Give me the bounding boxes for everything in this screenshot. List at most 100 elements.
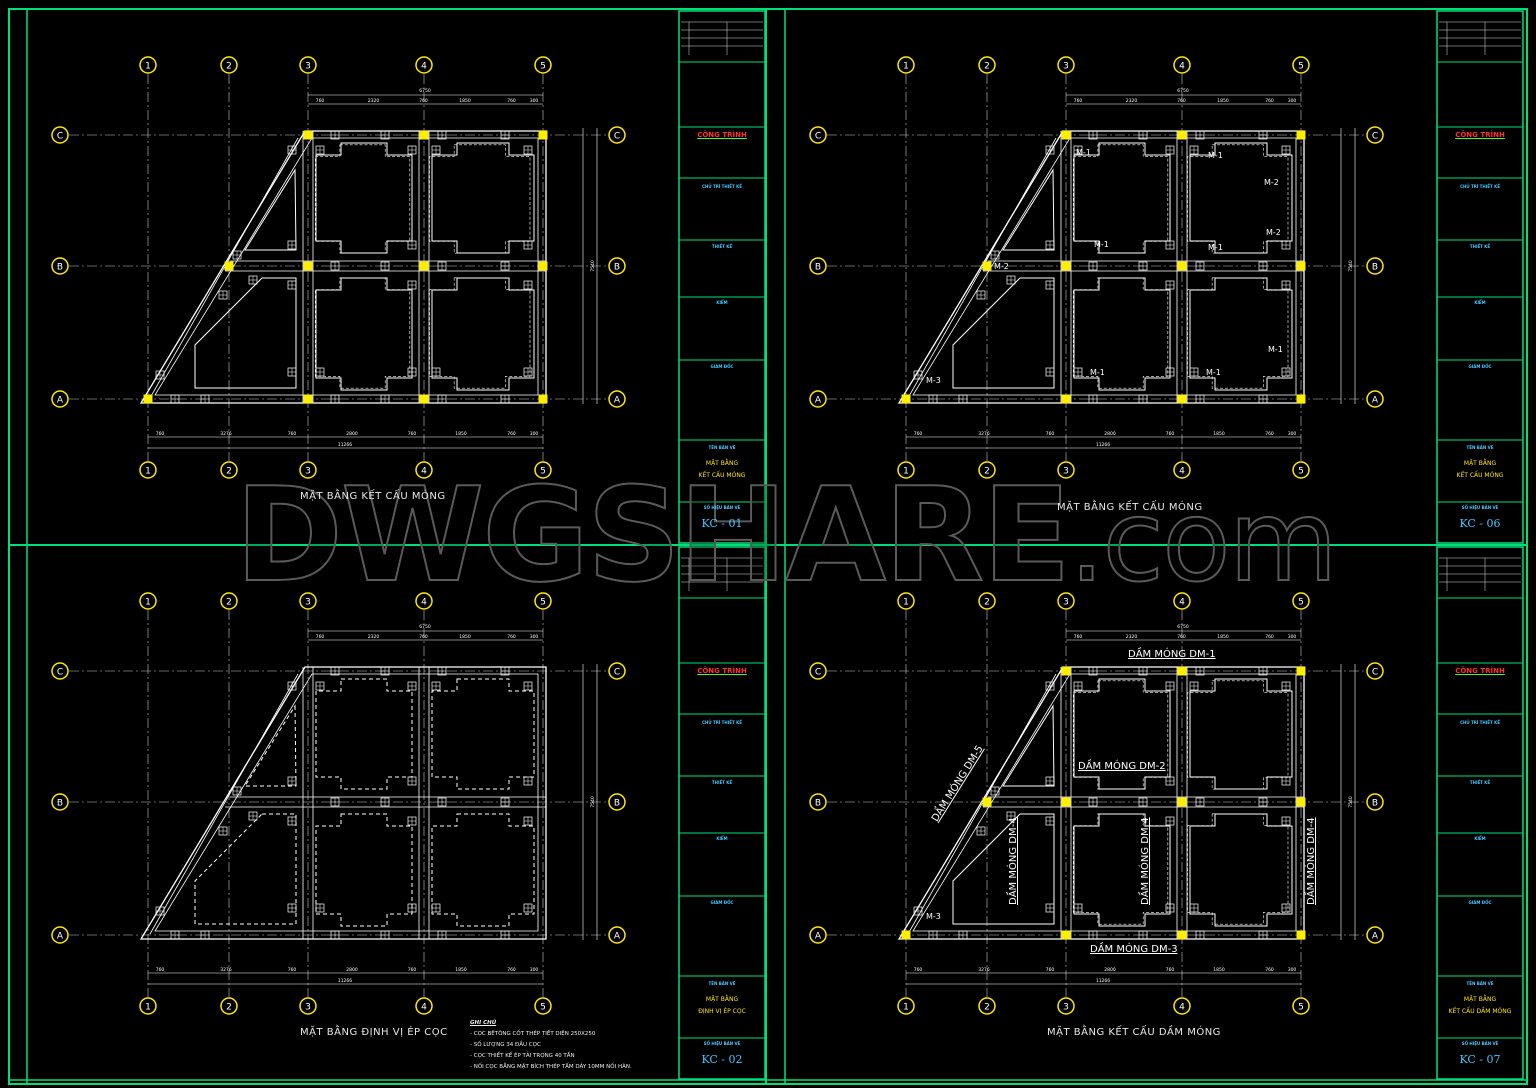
tb-owner-label: CHỦ TRÌ THIẾT KẾ	[702, 184, 742, 189]
dim-text: 760	[1046, 967, 1055, 973]
axis-bubble	[978, 461, 996, 479]
tb-design-label: THIẾT KẾ	[1469, 244, 1491, 249]
tb-director-label: GIÁM ĐỐC	[710, 900, 734, 905]
axis-label: C	[614, 668, 620, 678]
axis-label: 4	[1179, 62, 1185, 72]
watermark-main: DWGSHARE	[234, 459, 1072, 611]
axis-bubble	[1292, 56, 1310, 74]
column	[303, 261, 313, 271]
dim-text: 300	[1288, 431, 1297, 437]
axis-label: 1	[145, 598, 151, 608]
axis-bubble	[220, 592, 238, 610]
footing-label-m3-kc07: M-3	[926, 912, 941, 921]
dim-text: 7540	[590, 796, 596, 808]
axis-bubble	[1173, 997, 1191, 1015]
footing-panel-inner	[314, 144, 411, 254]
axis-bubble	[608, 793, 626, 811]
column	[143, 394, 153, 404]
axis-label: B	[614, 263, 620, 273]
tb-check-label: KIỂM	[1474, 836, 1486, 841]
axis-label: A	[614, 396, 621, 406]
dim-text: 6750	[1177, 624, 1189, 630]
footing-panel	[1189, 277, 1293, 391]
dim-text: 760	[156, 967, 165, 973]
dim-text: 3276	[978, 431, 990, 437]
axis-bubble	[534, 56, 552, 74]
footing-panel	[431, 813, 535, 927]
footing-panel	[1073, 678, 1171, 790]
column	[303, 394, 313, 404]
footing-panel	[315, 813, 413, 927]
tb-project-label: CÔNG TRÌNH	[1455, 667, 1505, 675]
axis-label: 5	[1298, 1003, 1304, 1013]
tb-drawing-name-label: TÊN BẢN VẼ	[708, 981, 736, 986]
dim-text: 760	[507, 967, 516, 973]
note-line-3: - CỌC THIẾT KẾ ÉP TẢI TRỌNG 40 TẤN	[470, 1053, 575, 1059]
axis-bubble	[1173, 461, 1191, 479]
column	[538, 394, 548, 404]
tb-drawing-name: MẶT BẰNG KẾT CẤU DẦM MÓNG	[1448, 996, 1512, 1015]
axis-label: C	[1372, 668, 1378, 678]
note-line-1: - CỌC BÊTÔNG CỐT THÉP TIẾT DIỆN 250X250	[470, 1031, 596, 1037]
footing-panel-inner	[1187, 277, 1289, 389]
footing-panel-inner	[1072, 144, 1169, 254]
axis-bubble	[897, 56, 915, 74]
footing-panel	[1189, 142, 1293, 254]
dim-text: 300	[530, 634, 539, 640]
tb-director-label: GIÁM ĐỐC	[710, 364, 734, 369]
footing-panel-tri	[952, 277, 1055, 389]
dim-text: 760	[1265, 967, 1274, 973]
footing-panel	[315, 142, 413, 254]
tb-project-label: CÔNG TRÌNH	[1455, 131, 1505, 139]
axis-label: A	[57, 396, 64, 406]
tb-owner-label: CHỦ TRÌ THIẾT KẾ	[1460, 720, 1500, 725]
axis-label: 3	[1063, 598, 1069, 608]
axis-bubble	[51, 126, 69, 144]
axis-bubble	[51, 926, 69, 944]
axis-label: 3	[305, 62, 311, 72]
title-block-frame	[1436, 10, 1524, 544]
foundation-outline	[139, 130, 547, 404]
beam-label-dm4-a: DẦM MÓNG DM-4	[1008, 817, 1019, 905]
axis-bubble	[809, 662, 827, 680]
column	[1061, 261, 1071, 271]
axis-label: 2	[226, 598, 232, 608]
tb-project-label: CÔNG TRÌNH	[697, 131, 747, 139]
axis-label: A	[57, 932, 64, 942]
axis-bubble	[1366, 662, 1384, 680]
axis-bubble	[978, 56, 996, 74]
sheet-title-kc01: MẶT BẰNG KẾT CẤU MÓNG	[300, 491, 446, 502]
tb-drawing-no-label: SỐ HIỆU BẢN VẼ	[703, 505, 741, 510]
axis-bubble	[139, 592, 157, 610]
footing-panel	[431, 678, 535, 790]
axis-bubble	[809, 793, 827, 811]
axis-bubble	[897, 997, 915, 1015]
dim-text: 1850	[1213, 967, 1225, 973]
footing-label: M-2	[1266, 228, 1281, 237]
axis-bubble	[809, 257, 827, 275]
dim-text: 760	[419, 98, 428, 104]
axis-label: 5	[1298, 467, 1304, 477]
dim-text: 760	[419, 634, 428, 640]
dim-text: 760	[1177, 634, 1186, 640]
footing-label: M-1	[1206, 368, 1221, 377]
footing-panel-inner	[1072, 680, 1169, 790]
dim-text: 300	[530, 967, 539, 973]
foundation-outline-inner	[912, 673, 1297, 932]
dim-text: 3276	[220, 967, 232, 973]
foundation-outline	[897, 666, 1305, 940]
dim-text: 7540	[1348, 796, 1354, 808]
dim-text: 760	[1166, 431, 1175, 437]
axis-label: B	[1372, 799, 1378, 809]
dim-text: 1850	[1217, 98, 1229, 104]
beam-label-dm4-c: DẦM MÓNG DM-4	[1306, 817, 1317, 905]
axis-label: C	[614, 132, 620, 142]
beam-label-dm2: DẦM MÓNG DM-2	[1078, 761, 1166, 772]
tb-check-label: KIỂM	[716, 300, 728, 305]
footing-panel-inner	[429, 144, 531, 254]
axis-label: C	[815, 132, 821, 142]
axis-bubble	[51, 257, 69, 275]
column	[419, 394, 429, 404]
axis-bubble	[415, 56, 433, 74]
